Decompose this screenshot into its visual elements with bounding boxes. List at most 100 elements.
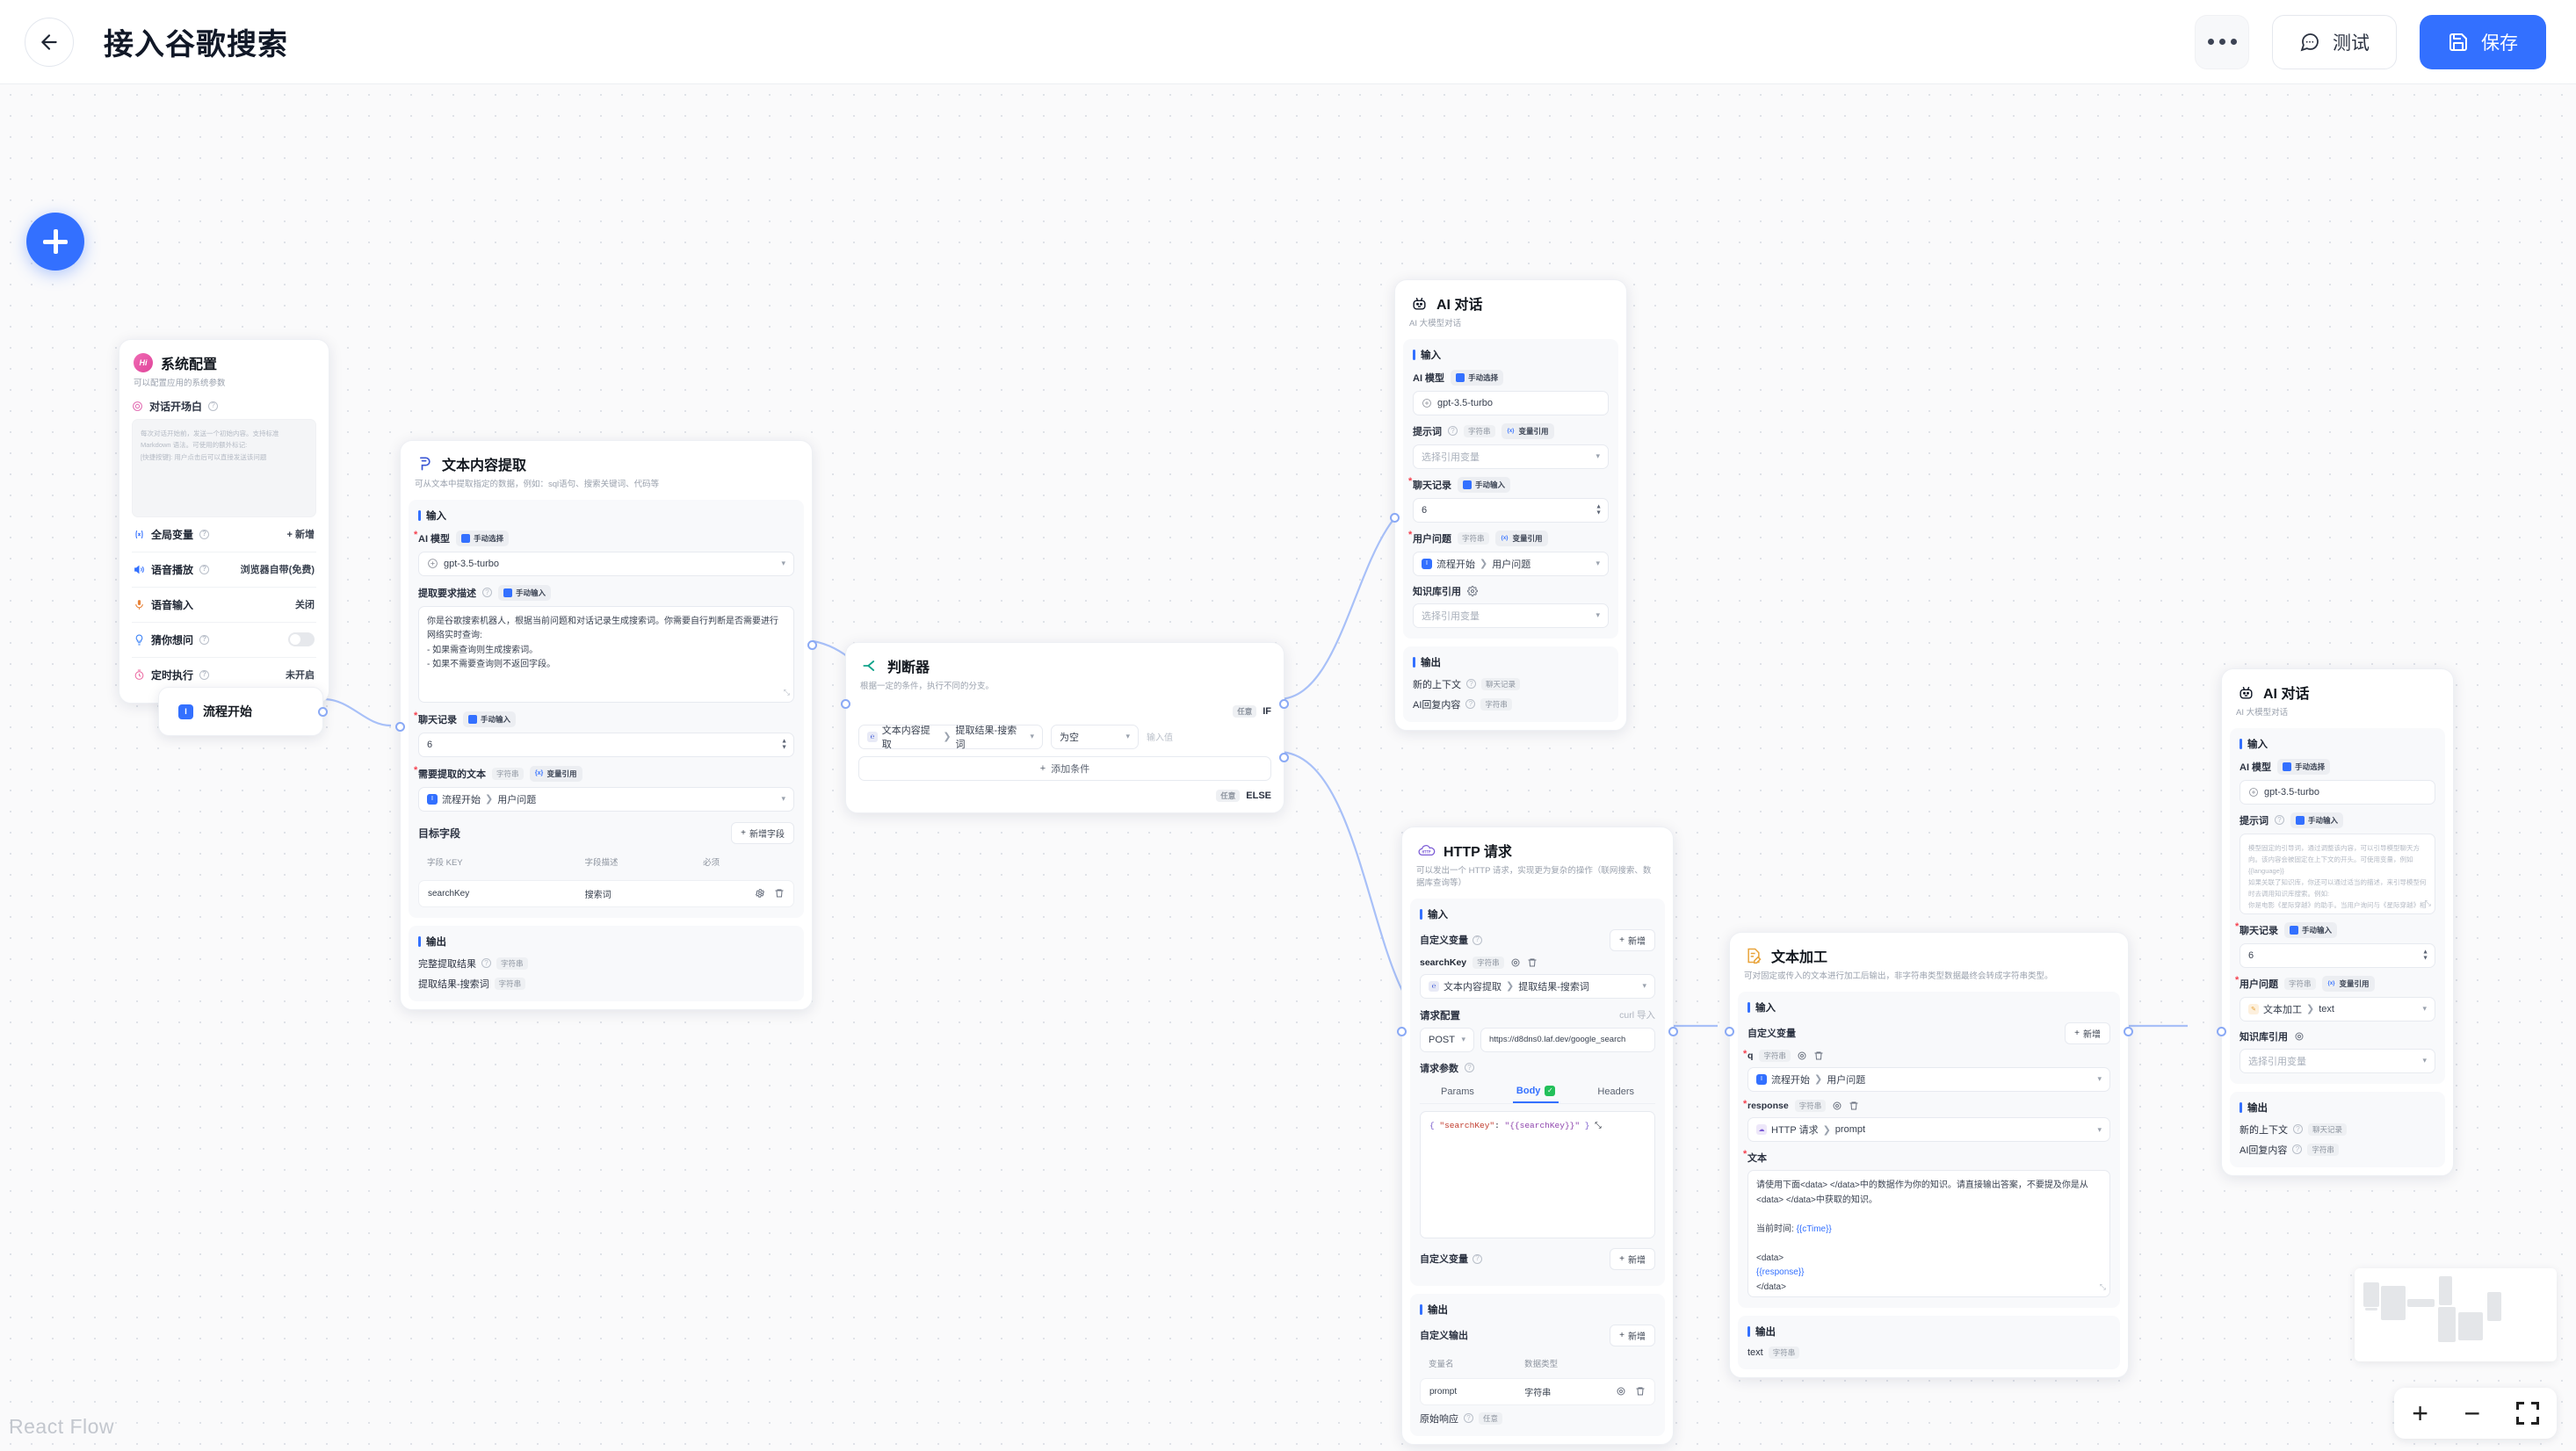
fit-view-button[interactable] [2515, 1402, 2539, 1425]
node-text-process[interactable]: 文本加工 可对固定或传入的文本进行加工后输出，非字符串类型数据最终会转成字符串类… [1725, 932, 2133, 1379]
row-global-variable[interactable]: 全局变量 ? + 新增 [132, 517, 316, 552]
table-row[interactable]: prompt 字符串 [1421, 1379, 1654, 1404]
help-icon[interactable]: ? [199, 564, 210, 574]
trash-icon[interactable] [774, 888, 785, 899]
condition-if-handle[interactable] [1279, 699, 1289, 709]
add-field-button[interactable]: + 新增字段 [731, 821, 794, 844]
row-scheduled-exec[interactable]: 定时执行 ? 未开启 [132, 658, 316, 692]
table-row[interactable]: searchKey 搜索词 [419, 881, 793, 906]
trash-icon[interactable] [1813, 1050, 1824, 1061]
save-button[interactable]: 保存 [2420, 14, 2546, 69]
prompt-mode-button[interactable]: 手动输入 [498, 584, 552, 601]
node-ai-chat-1[interactable]: AI 对话 AI 大模型对话 输入 AI 模型 手动选择 gpt-3.5-tur… [1390, 279, 1627, 731]
global-variable-add[interactable]: + 新增 [286, 530, 315, 541]
zoom-out-button[interactable]: − [2464, 1397, 2481, 1429]
add-variable-button-2[interactable]: + 新增 [1610, 1247, 1655, 1270]
model-mode-button[interactable]: 手动选择 [456, 530, 510, 546]
condition-else-handle[interactable] [1279, 753, 1289, 762]
trash-icon[interactable] [1849, 1101, 1859, 1111]
gear-icon[interactable] [1510, 957, 1521, 968]
prompt-textarea[interactable]: 你是谷歌搜索机器人，根据当前问题和对话记录生成搜索词。你需要自行判断是否需要进行… [418, 605, 794, 703]
history-number-input[interactable]: 6 [1413, 497, 1609, 523]
row-guess-question[interactable]: 猜你想问 ? [132, 623, 316, 658]
back-button[interactable] [25, 17, 74, 67]
help-icon[interactable]: ? [199, 529, 210, 539]
add-condition-button[interactable]: + 添加条件 [858, 755, 1271, 781]
curl-import-button[interactable]: curl 导入 [1619, 1010, 1655, 1021]
node-ai-chat-2[interactable]: AI 对话 AI 大模型对话 输入 AI 模型 手动选择 gpt-3.5-tur… [2217, 668, 2454, 1176]
source-mode-button[interactable]: {x}变量引用 [529, 765, 582, 782]
model-select[interactable]: gpt-3.5-turbo ▾ [418, 551, 794, 576]
node-text-extract[interactable]: 文本内容提取 可从文本中提取指定的数据，例如：sql语句、搜索关键词、代码等 输… [395, 440, 817, 1010]
gear-icon[interactable] [1616, 1386, 1626, 1397]
add-variable-button[interactable]: + 新增 [1610, 928, 1655, 951]
condition-value-input[interactable]: 输入值 [1147, 733, 1173, 744]
condition-variable-select[interactable]: ℮文本内容提取 ❯ 提取结果-搜索词 ▾ [858, 724, 1043, 750]
add-output-button[interactable]: + 新增 [1610, 1324, 1655, 1346]
help-icon[interactable]: ? [481, 958, 491, 969]
add-variable-button[interactable]: + 新增 [2065, 1021, 2110, 1044]
ai2-input-handle[interactable] [2217, 1027, 2226, 1036]
help-icon[interactable]: ? [482, 588, 492, 598]
help-icon[interactable]: ? [1464, 1413, 1473, 1424]
row-voice-playback[interactable]: 语音播放 ? 浏览器自带(免费) [132, 552, 316, 588]
help-icon[interactable]: ? [2293, 1124, 2303, 1135]
http-body-editor[interactable]: { "searchKey": "{{searchKey}}" } ⤡ [1420, 1110, 1655, 1238]
zoom-in-button[interactable]: + [2412, 1397, 2428, 1429]
tab-params[interactable]: Params [1441, 1086, 1474, 1097]
help-icon[interactable]: ? [1465, 1063, 1474, 1073]
resize-handle-icon[interactable]: ⤡ [783, 687, 790, 697]
prompt-variable-select[interactable]: 选择引用变量 ▾ [1413, 444, 1609, 469]
model-mode-button[interactable]: 手动选择 [2277, 758, 2331, 775]
node-condition[interactable]: 判断器 根据一定的条件，执行不同的分支。 任意 IF ℮文本内容提取 ❯ 提取结… [841, 642, 1289, 814]
help-icon[interactable]: ? [1448, 426, 1458, 437]
opening-textarea[interactable]: 每次对话开始前，发送一个初始内容。支持标准 Markdown 语法。可使用的额外… [132, 418, 316, 517]
question-mode-button[interactable]: {x}变量引用 [2321, 975, 2375, 992]
guess-question-toggle[interactable] [288, 632, 315, 647]
ai1-input-handle[interactable] [1390, 513, 1400, 523]
resize-handle-icon[interactable]: ⤡ [2099, 1282, 2106, 1292]
text-extract-input-handle[interactable] [395, 722, 405, 732]
help-icon[interactable]: ? [1473, 935, 1482, 945]
textproc-output-handle[interactable] [2124, 1027, 2133, 1036]
add-node-button[interactable] [26, 213, 84, 271]
gear-icon[interactable] [2294, 1031, 2305, 1042]
history-mode-button[interactable]: 手动输入 [1458, 476, 1511, 493]
history-mode-button[interactable]: 手动输入 [2284, 921, 2338, 938]
row-voice-input[interactable]: 语音输入 关闭 [132, 588, 316, 623]
tab-headers[interactable]: Headers [1597, 1086, 1634, 1097]
trash-icon[interactable] [1527, 957, 1538, 968]
help-icon[interactable]: ? [1473, 1253, 1482, 1264]
node-start[interactable]: I 流程开始 [158, 687, 328, 736]
tab-body[interactable]: Body✓ [1512, 1080, 1559, 1103]
model-mode-button[interactable]: 手动选择 [1451, 369, 1504, 386]
help-icon[interactable]: ? [208, 401, 219, 411]
prompt-mode-button[interactable]: 手动输入 [2290, 812, 2344, 828]
http-output-handle[interactable] [1668, 1027, 1678, 1036]
model-select[interactable]: gpt-3.5-turbo [1413, 390, 1609, 415]
gear-icon[interactable] [755, 888, 765, 899]
prompt-textarea[interactable]: 模型固定的引导词，通过调整该内容，可以引导模型聊天方向。该内容会被固定在上下文的… [2240, 833, 2435, 914]
start-output-handle[interactable] [318, 707, 328, 717]
http-url-input[interactable]: https://d8dns0.laf.dev/google_search [1480, 1027, 1655, 1052]
help-icon[interactable]: ? [199, 669, 210, 680]
kb-variable-select[interactable]: 选择引用变量 ▾ [1413, 603, 1609, 628]
flow-canvas[interactable]: Hi 系统配置 可以配置应用的系统参数 对话开场白 ? 每次对话开始前，发送一个… [0, 84, 2576, 1451]
help-icon[interactable]: ? [2275, 815, 2284, 826]
resize-handle-icon[interactable]: ⤡ [2424, 899, 2431, 908]
node-system-config[interactable]: Hi 系统配置 可以配置应用的系统参数 对话开场白 ? 每次对话开始前，发送一个… [119, 339, 329, 704]
help-icon[interactable]: ? [1465, 699, 1476, 710]
model-select[interactable]: gpt-3.5-turbo [2240, 779, 2435, 805]
textproc-input-handle[interactable] [1725, 1027, 1734, 1036]
question-variable-select[interactable]: ✎文本加工 ❯ text ▾ [2240, 996, 2435, 1021]
test-button[interactable]: 测试 [2272, 14, 2397, 69]
number-stepper[interactable]: ▲▼ [781, 738, 787, 751]
kb-variable-select[interactable]: 选择引用变量 ▾ [2240, 1048, 2435, 1073]
help-icon[interactable]: ? [1466, 679, 1476, 689]
question-mode-button[interactable]: {x}变量引用 [1494, 530, 1548, 546]
help-icon[interactable]: ? [199, 634, 210, 645]
history-number-input[interactable]: 6 [2240, 942, 2435, 968]
